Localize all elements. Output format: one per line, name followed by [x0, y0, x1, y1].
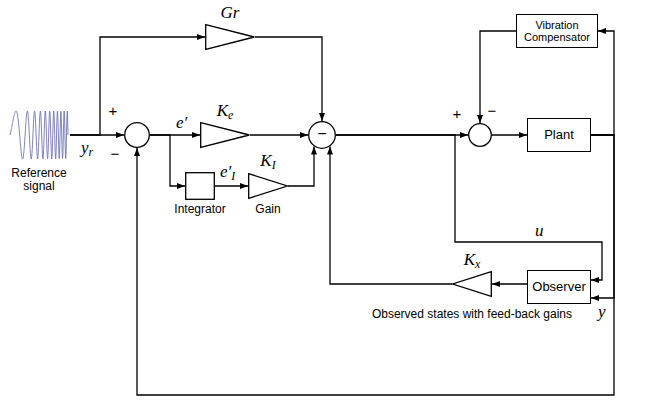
summing-junction-outline: [468, 123, 492, 147]
gain-symbol: KI: [253, 151, 283, 171]
block-label: −: [308, 125, 336, 143]
summing-junction: −: [308, 121, 336, 149]
gain-triangle-outline: [248, 173, 288, 199]
block-label: Plant: [544, 128, 574, 142]
plant-box: Plant: [527, 118, 591, 152]
gain-triangle: Gr: [205, 24, 255, 50]
gain-symbol: Gr: [215, 3, 245, 23]
block-caption: +: [451, 106, 463, 123]
signal-line: [492, 283, 527, 284]
signal-name: yr: [80, 139, 94, 157]
block-caption: Integrator: [165, 203, 235, 216]
block-caption: Gain: [248, 203, 288, 216]
signal-line: [137, 135, 614, 395]
gain-symbol: Ke: [210, 101, 240, 121]
gain-triangle-outline: [200, 122, 250, 148]
block-caption: Reference signal: [2, 167, 76, 193]
summing-junction: +−: [468, 123, 492, 147]
signal-line: [255, 37, 322, 121]
gain-triangle-outline: [452, 271, 492, 297]
reference-signal: Reference signal: [8, 107, 70, 163]
block-caption: −: [486, 103, 498, 120]
block-label: Vibration Compensator: [517, 19, 597, 43]
summing-junction: +−: [124, 122, 150, 148]
block-caption: +: [107, 103, 119, 120]
compensator-box: Vibration Compensator: [516, 14, 598, 48]
block-caption: Observed states with feed-back gains: [360, 308, 584, 321]
signal-line: [70, 37, 205, 135]
gain-symbol: Kx: [457, 250, 487, 270]
gain-triangle: KxObserved states with feed-back gains: [452, 271, 492, 297]
block-caption: −: [109, 146, 121, 163]
block-label: Observer: [532, 280, 585, 294]
summing-junction-outline: [124, 122, 150, 148]
integrator-box-outline: [185, 172, 215, 200]
gain-triangle: Ke: [200, 122, 250, 148]
reference-signal-outline: [8, 107, 70, 163]
signal-name: e′I: [219, 163, 236, 181]
signal-line: [330, 147, 452, 285]
signal-line: [250, 134, 308, 135]
signal-line: [215, 185, 248, 186]
gain-triangle-outline: [205, 24, 255, 50]
signal-name: e′: [175, 114, 188, 132]
signal-line: [480, 31, 516, 123]
integrator-box: Integrator: [185, 172, 215, 200]
signal-line: [492, 134, 527, 135]
signal-line: [591, 135, 614, 298]
observer-box: Observer: [527, 270, 591, 304]
signal-line: [150, 135, 185, 186]
signal-name: y: [597, 303, 607, 321]
signal-line: [288, 147, 314, 187]
gain-triangle: KIGain: [248, 173, 288, 199]
signal-name: u: [534, 222, 545, 240]
signal-line: [336, 135, 602, 280]
